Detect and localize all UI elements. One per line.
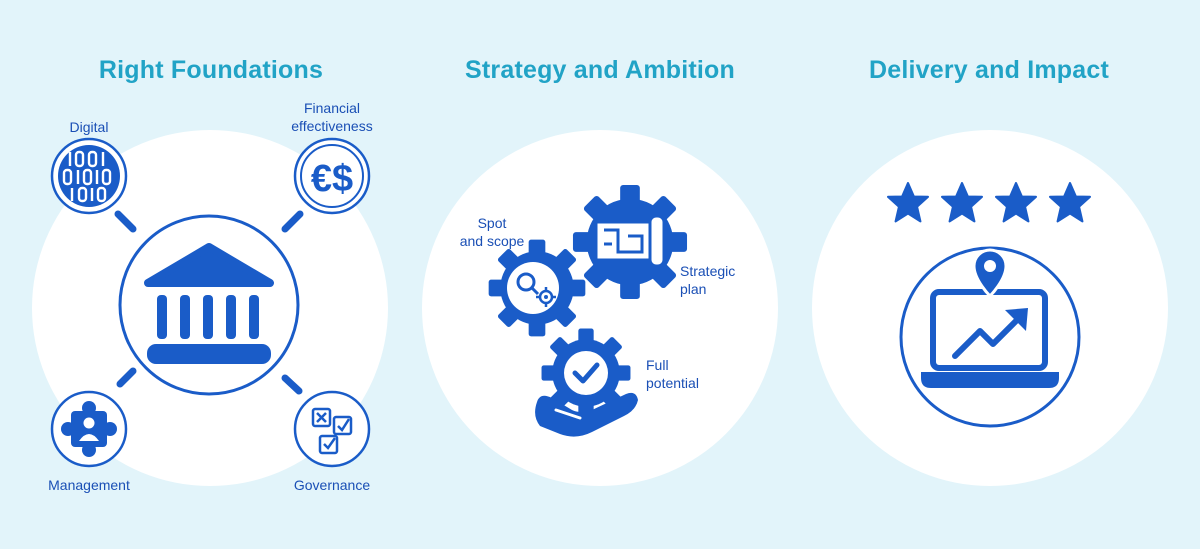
label-financial-effectiveness: Financial effectiveness [291, 99, 372, 135]
svg-text:€$: €$ [311, 158, 353, 200]
label-spot-and-scope: Spot and scope [460, 214, 525, 250]
label-strategic-line1: Strategic [680, 263, 736, 279]
label-full-line2: potential [646, 375, 699, 391]
label-spot-line1: Spot [477, 215, 507, 231]
gear-blueprint-icon [572, 184, 688, 300]
label-spot-line2: and scope [459, 233, 525, 249]
label-strategic-line2: plan [680, 281, 707, 297]
label-governance: Governance [293, 477, 371, 493]
euro-dollar-icon: €$ [293, 137, 371, 215]
laptop-growth-location-icon [899, 246, 1081, 428]
foundations-connectors [114, 210, 304, 395]
strategy-background-circle [422, 130, 778, 486]
label-strategic-plan: Strategic plan [680, 262, 735, 298]
gear-search-target-icon [488, 239, 586, 337]
section-title-delivery-and-impact: Delivery and Impact [868, 56, 1110, 84]
label-financial-line1: Financial [303, 100, 361, 116]
label-financial-line2: effectiveness [291, 118, 373, 134]
label-full-potential: Full potential [646, 356, 699, 392]
binary-code-icon [50, 137, 128, 215]
section-title-right-foundations: Right Foundations [98, 56, 324, 84]
label-full-line1: Full [646, 357, 669, 373]
bank-icon [118, 214, 300, 396]
label-digital: Digital [69, 119, 109, 135]
section-title-strategy-and-ambition: Strategy and Ambition [465, 56, 735, 84]
puzzle-person-icon [50, 390, 128, 468]
label-management: Management [48, 477, 130, 493]
checklist-icon [293, 390, 371, 468]
hand-gear-check-icon [535, 328, 638, 437]
